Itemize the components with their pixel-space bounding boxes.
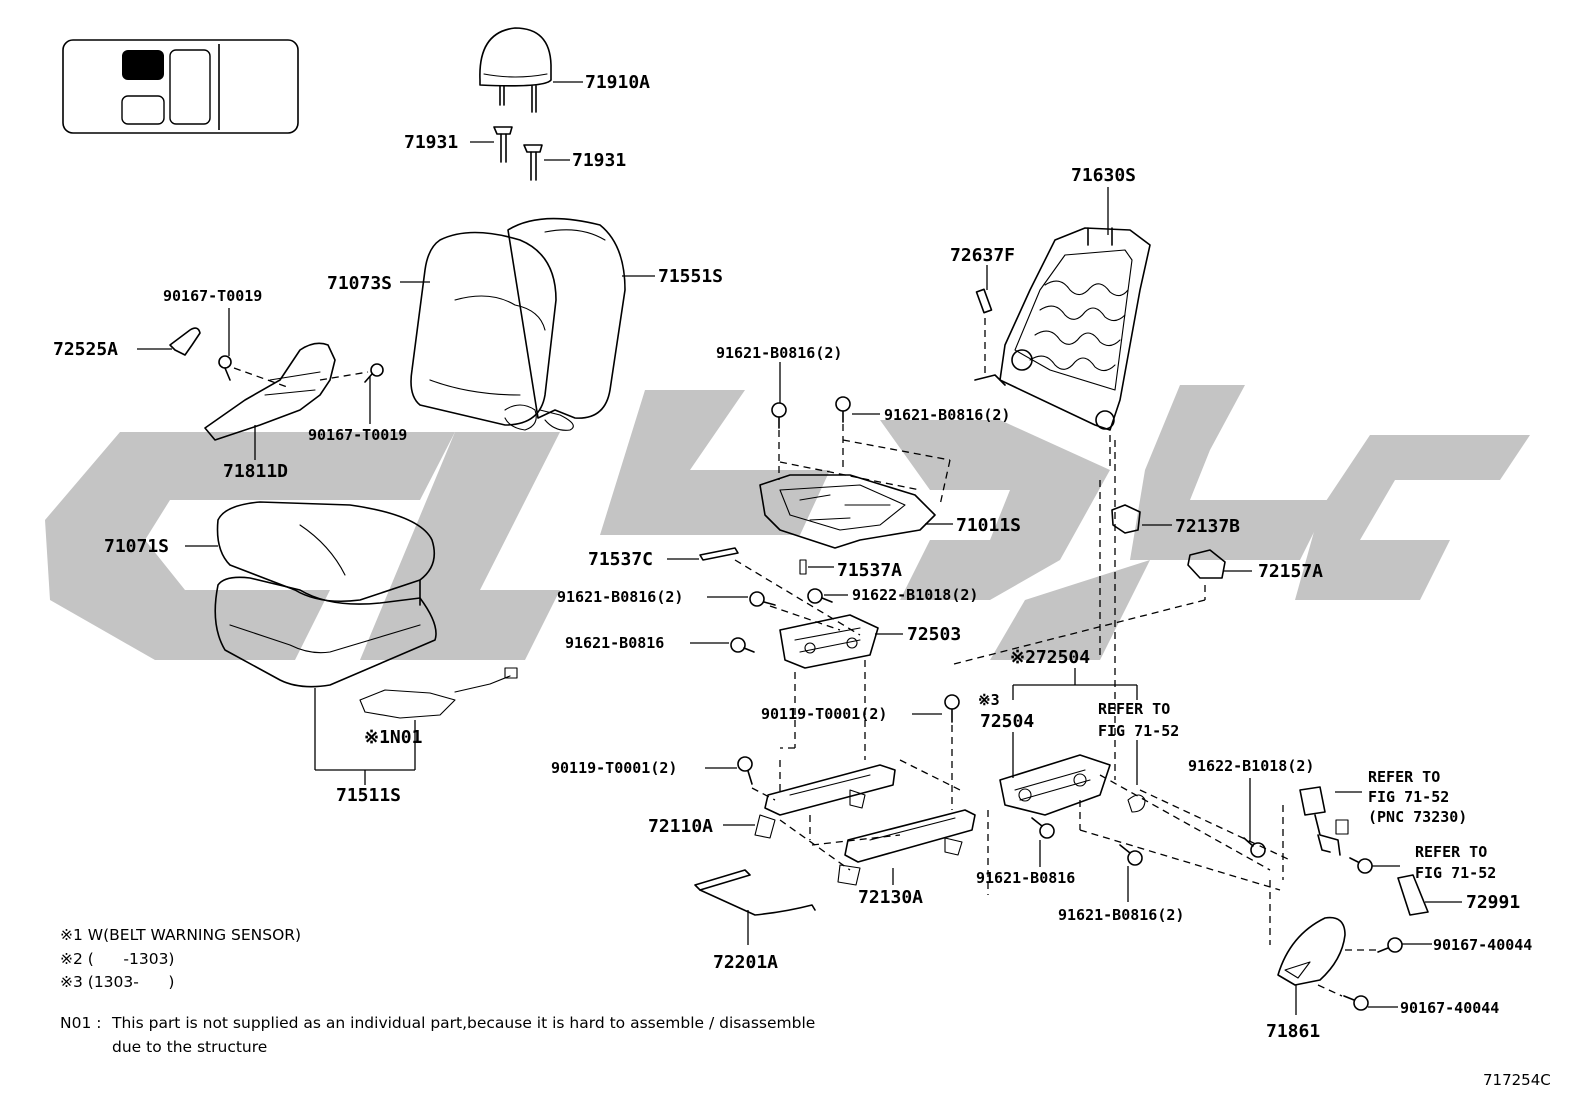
label-pnc-73230: (PNC 73230) xyxy=(1368,808,1467,826)
seat-wire-drawing xyxy=(694,869,816,916)
headrest-drawing xyxy=(479,27,552,113)
seat-track-inner-drawing xyxy=(754,764,896,839)
label-72504: 72504 xyxy=(980,711,1034,732)
label-refer-to-3: REFER TO xyxy=(1415,843,1487,861)
footnote-n01-line1: This part is not supplied as an individu… xyxy=(112,1014,816,1032)
belt-warning-sensor-drawing xyxy=(359,667,518,719)
footnote-3: ※3 (1303- ) xyxy=(60,973,175,991)
slide-rail-bolts-drawing xyxy=(737,694,960,785)
label-91622-B1018-2-a: 91622-B1018(2) xyxy=(852,586,978,604)
footnote-2: ※2 ( -1303) xyxy=(60,950,175,968)
label-72637F: 72637F xyxy=(950,245,1015,266)
label-72201A: 72201A xyxy=(713,952,778,973)
label-71537A: 71537A xyxy=(837,560,902,581)
label-fig-71-52-2: FIG 71-52 xyxy=(1368,788,1449,806)
label-fig-71-52-1: FIG 71-52 xyxy=(1098,722,1179,740)
label-90167-40044-upper: 90167-40044 xyxy=(1433,936,1532,954)
label-72110A: 72110A xyxy=(648,816,713,837)
label-91622-B1018-2-b: 91622-B1018(2) xyxy=(1188,757,1314,775)
label-72504-note2: ※272504 xyxy=(1010,647,1090,668)
label-refer-to-1: REFER TO xyxy=(1098,700,1170,718)
label-71931-upper: 71931 xyxy=(404,132,458,153)
seat-cushion-drawing xyxy=(214,501,437,688)
footnote-1: ※1 W(BELT WARNING SENSOR) xyxy=(60,926,302,944)
label-71011S: 71011S xyxy=(956,515,1021,536)
figure-code: 717254C xyxy=(1483,1071,1551,1089)
part-number-labels: 71910A 71931 71931 71630S 72637F 71073S … xyxy=(53,72,1532,1042)
label-72525A: 72525A xyxy=(53,339,118,360)
seat-adjuster-lower-drawing xyxy=(999,754,1146,816)
label-71537C: 71537C xyxy=(588,549,653,570)
watermark-logo xyxy=(45,385,1530,660)
label-91621-B0816-a: 91621-B0816 xyxy=(565,634,664,652)
footnote-n01-label: N01 : xyxy=(60,1014,102,1032)
recliner-cover-drawing xyxy=(1111,504,1226,579)
label-refer-to-2: REFER TO xyxy=(1368,768,1440,786)
seatback-cover-drawing xyxy=(410,217,626,431)
label-91621-B0816-2-b: 91621-B0816(2) xyxy=(884,406,1010,424)
seat-cushion-shield-drawing xyxy=(169,327,384,441)
label-90167-40044-lower: 90167-40044 xyxy=(1400,999,1499,1017)
adjuster-mount-bolts-drawing xyxy=(1031,817,1373,874)
label-72137B: 72137B xyxy=(1175,516,1240,537)
label-71551S: 71551S xyxy=(658,266,723,287)
label-note3-mark: ※3 xyxy=(978,691,1000,709)
label-fig-71-52-3: FIG 71-52 xyxy=(1415,864,1496,882)
seat-belt-buckle-drawing xyxy=(1299,786,1349,856)
label-71511S: 71511S xyxy=(336,785,401,806)
label-71630S: 71630S xyxy=(1071,165,1136,186)
label-71073S: 71073S xyxy=(327,273,392,294)
seat-trim-piece-drawing xyxy=(1397,874,1429,916)
label-72157A: 72157A xyxy=(1258,561,1323,582)
seatback-frame-drawing xyxy=(974,227,1151,431)
label-90167-T0019-upper: 90167-T0019 xyxy=(163,287,262,305)
seat-side-cover-drawing xyxy=(1277,916,1403,1011)
label-71910A: 71910A xyxy=(585,72,650,93)
label-71071S: 71071S xyxy=(104,536,169,557)
label-91621-B0816-b: 91621-B0816 xyxy=(976,869,1075,887)
label-90167-T0019-lower: 90167-T0019 xyxy=(308,426,407,444)
seat-cushion-pad-drawing xyxy=(699,547,833,653)
label-91621-B0816-2-a: 91621-B0816(2) xyxy=(716,344,842,362)
label-N01: ※1N01 xyxy=(364,727,422,748)
label-72130A: 72130A xyxy=(858,887,923,908)
seat-cushion-frame-drawing xyxy=(759,396,936,575)
selected-seat-marker xyxy=(122,50,164,80)
seat-adjuster-drawing xyxy=(779,614,879,669)
label-90119-T0001-2-b: 90119-T0001(2) xyxy=(551,759,677,777)
label-91621-B0816-2-d: 91621-B0816(2) xyxy=(1058,906,1184,924)
label-71811D: 71811D xyxy=(223,461,288,482)
label-72991: 72991 xyxy=(1466,892,1520,913)
seat-track-outer-drawing xyxy=(837,809,976,886)
headrest-guide-drawing xyxy=(493,126,543,181)
label-91621-B0816-2-c: 91621-B0816(2) xyxy=(557,588,683,606)
label-71931-lower: 71931 xyxy=(572,150,626,171)
footnote-n01-line2: due to the structure xyxy=(112,1038,268,1056)
label-71861: 71861 xyxy=(1266,1021,1320,1042)
label-90119-T0001-2-a: 90119-T0001(2) xyxy=(761,705,887,723)
label-72503: 72503 xyxy=(907,624,961,645)
seat-position-indicator xyxy=(62,39,299,134)
